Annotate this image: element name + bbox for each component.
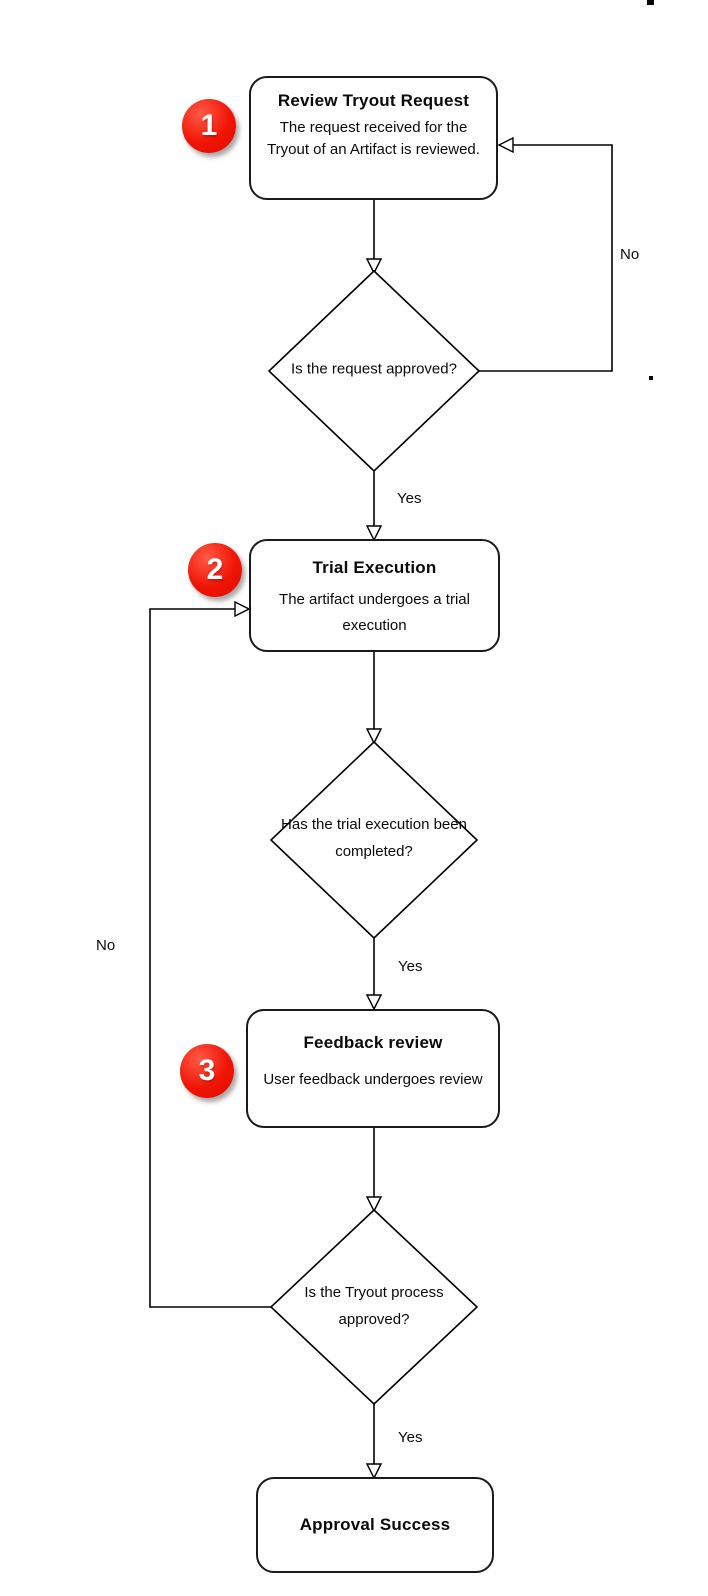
step-badge-1-number: 1 xyxy=(200,109,218,142)
arrowhead-down-decision1 xyxy=(365,258,383,275)
process-node-approval-success: Approval Success xyxy=(256,1477,494,1573)
arrowhead-left-review xyxy=(497,136,514,154)
process-node-feedback-review: Feedback review User feedback undergoes … xyxy=(246,1009,500,1128)
node-title: Approval Success xyxy=(299,1515,451,1534)
arrowhead-down-feedback xyxy=(365,994,383,1011)
process-node-trial-execution: Trial Execution The artifact undergoes a… xyxy=(249,539,500,652)
edge-label-yes-trial: Yes xyxy=(398,958,423,975)
step-badge-2-number: 2 xyxy=(206,553,224,586)
arrowhead-down-decision2 xyxy=(365,728,383,745)
node-title: Trial Execution xyxy=(312,558,437,577)
connector-no-loop-to-review xyxy=(479,144,613,372)
stray-mark-top-edge xyxy=(647,0,654,5)
decision-question-trial-completed: Has the trial execution been completed? xyxy=(281,816,467,860)
step-badge-3-number: 3 xyxy=(198,1054,216,1087)
decision-question-request-approved: Is the request approved? xyxy=(291,360,457,378)
edge-label-no-tryout: No xyxy=(96,937,116,954)
step-badge-1: 1 xyxy=(182,99,236,153)
process-node-review-tryout-request: Review Tryout Request The request receiv… xyxy=(249,76,498,200)
edge-label-no-request: No xyxy=(620,246,640,263)
node-description: The request received for the Tryout of a… xyxy=(267,119,480,158)
arrowhead-down-approval xyxy=(365,1463,383,1480)
arrowhead-down-decision3 xyxy=(365,1196,383,1213)
node-description: User feedback undergoes review xyxy=(263,1071,483,1088)
arrowhead-right-trial xyxy=(234,600,251,618)
edge-label-yes-request: Yes xyxy=(397,490,422,507)
decision-question-tryout-approved: Is the Tryout process approved? xyxy=(304,1284,444,1328)
node-title: Feedback review xyxy=(303,1033,443,1052)
connector-no-loop-to-trial xyxy=(149,608,271,1308)
stray-dot-mark xyxy=(649,376,653,380)
edge-label-yes-tryout: Yes xyxy=(398,1429,423,1446)
node-description: The artifact undergoes a trial execution xyxy=(279,591,470,634)
step-badge-3: 3 xyxy=(180,1044,234,1098)
step-badge-2: 2 xyxy=(188,543,242,597)
arrowhead-down-trial xyxy=(365,525,383,542)
node-title: Review Tryout Request xyxy=(277,91,470,110)
